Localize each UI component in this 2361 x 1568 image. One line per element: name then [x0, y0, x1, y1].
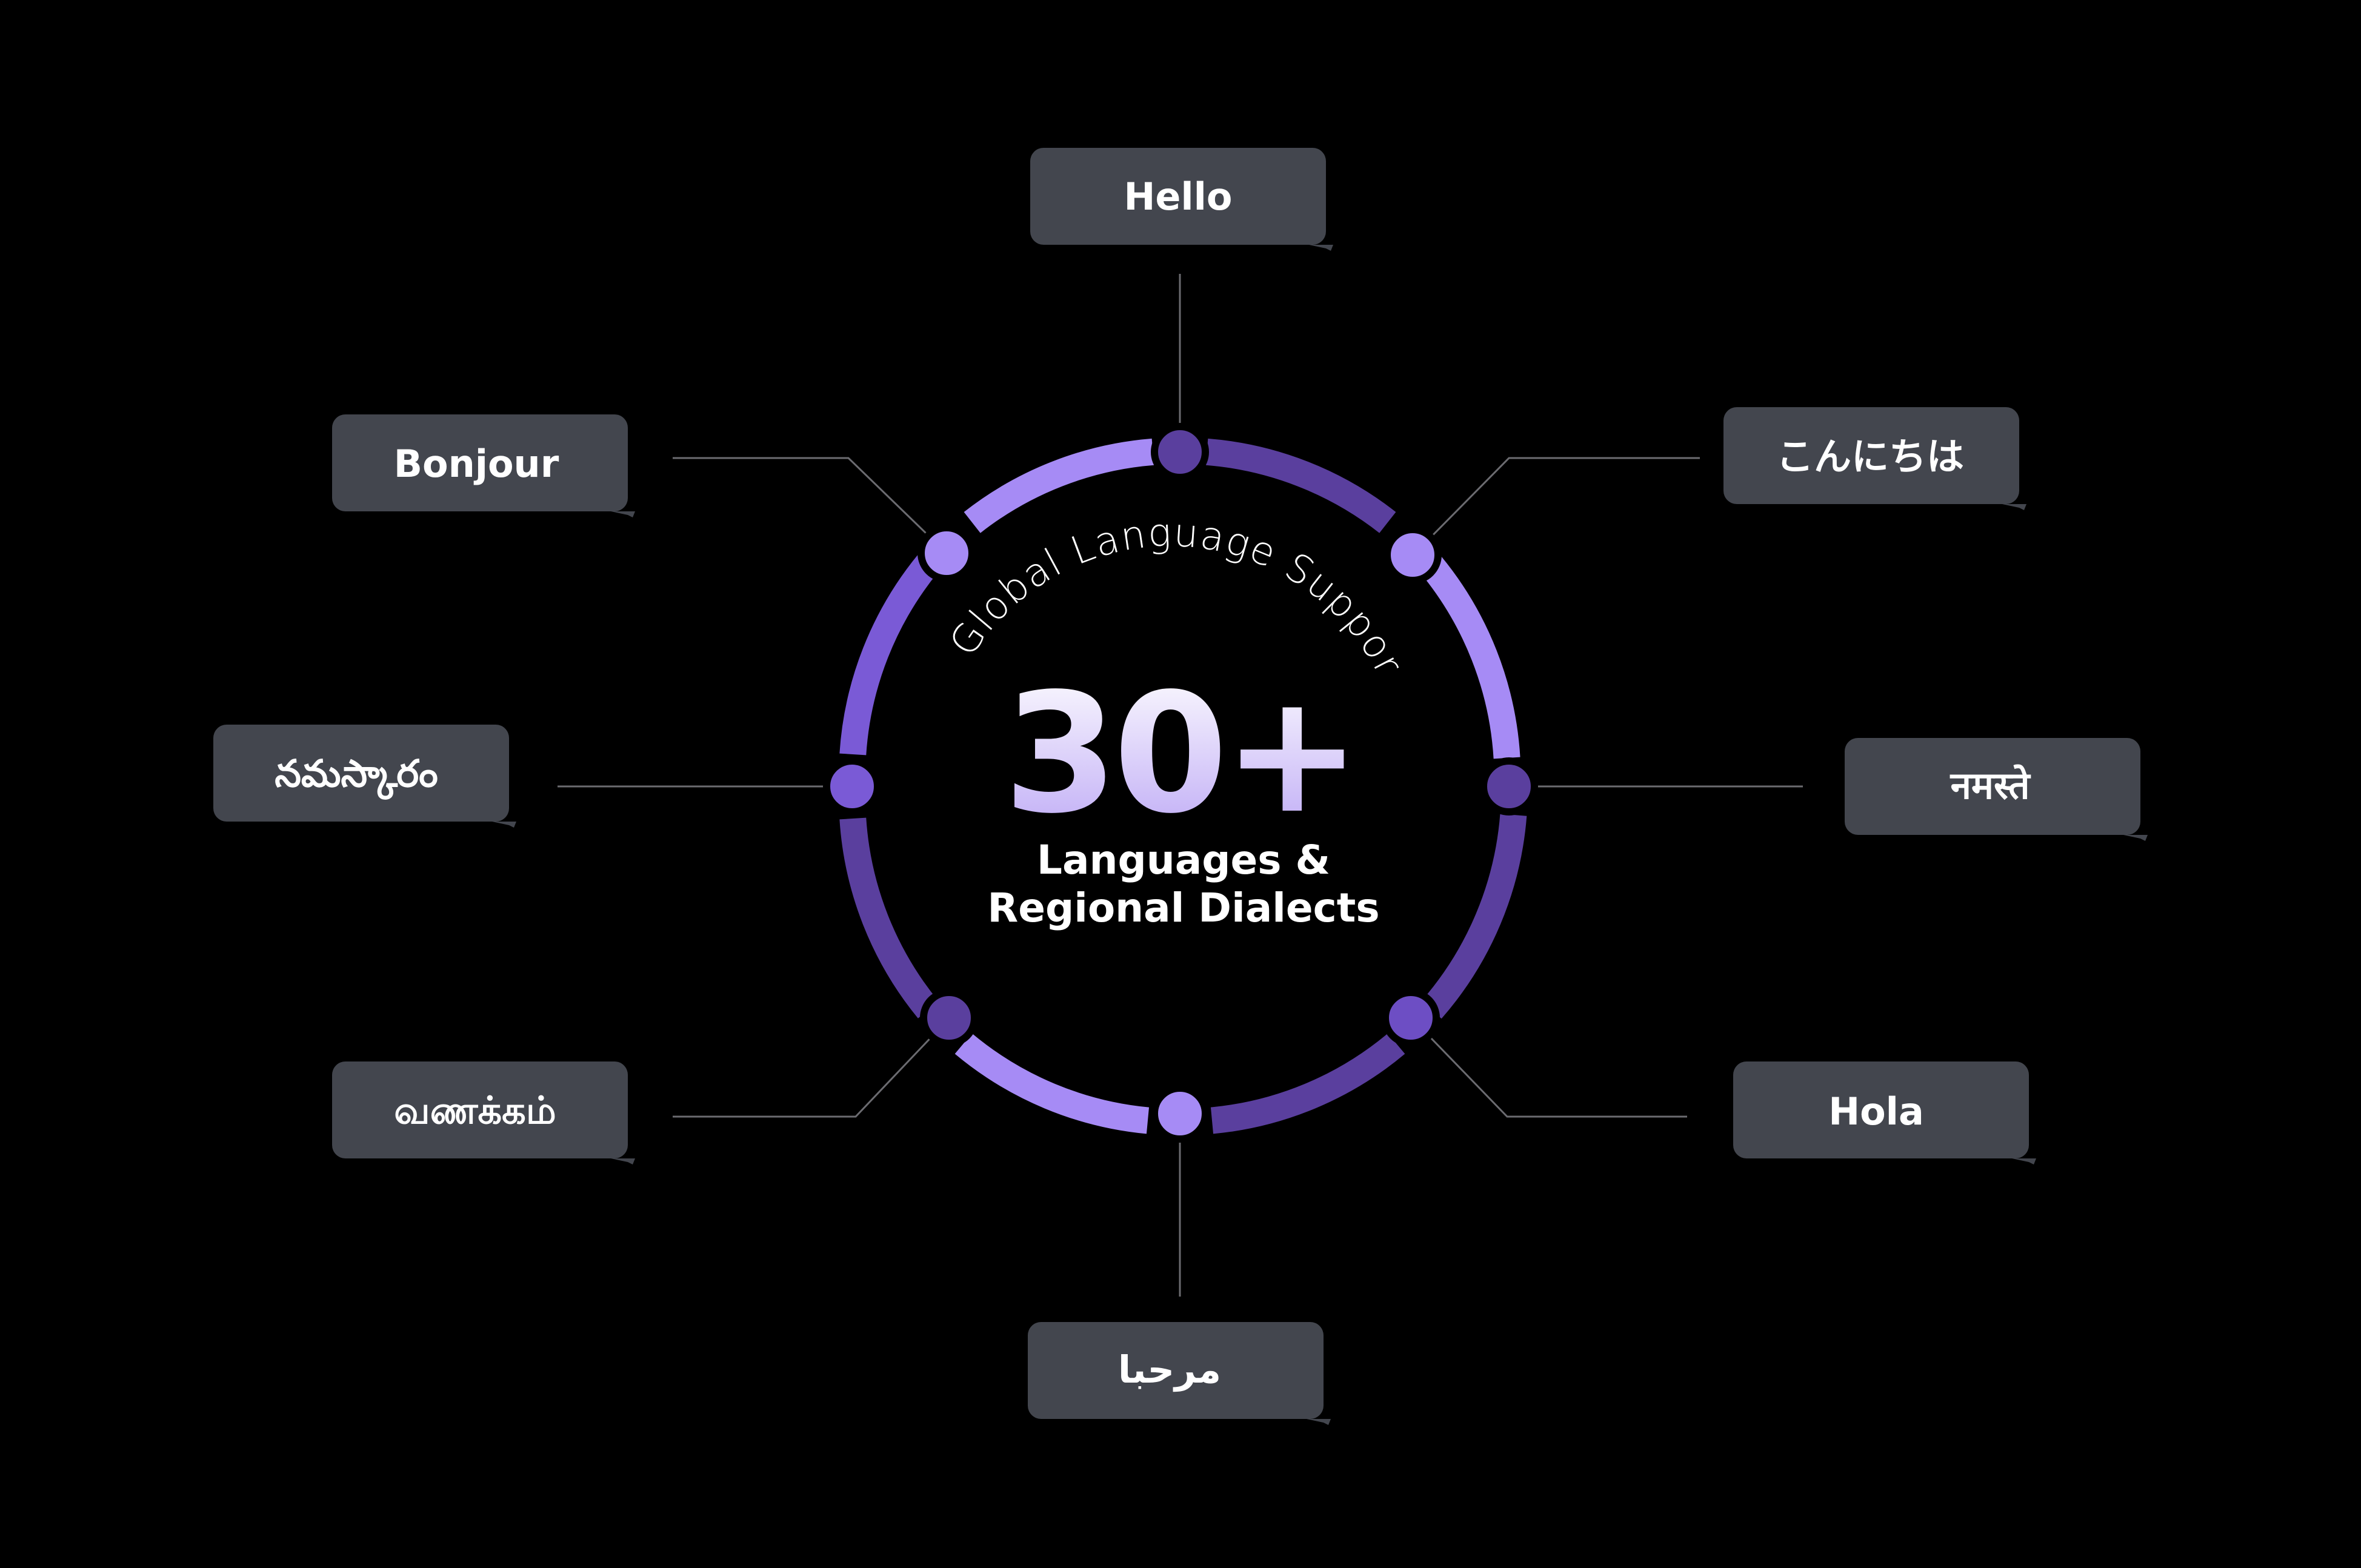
greeting-bubbles: Hello こんにちは नमस्ते Hola مرحبا: [213, 148, 2148, 1425]
bubble-bonjour: Bonjour: [332, 414, 635, 517]
bubble-hindi: नमस्ते: [1845, 738, 2148, 841]
ring-arc-4: [1421, 814, 1527, 1019]
greeting-tamil: வணக்கம்: [394, 1088, 556, 1132]
ring-arc-6: [954, 1033, 1150, 1134]
ring-arc-3: [1420, 556, 1520, 759]
bubble-japanese: こんにちは: [1723, 407, 2026, 510]
subtitle-line-1: Languages &: [1037, 837, 1330, 883]
bubble-tamil: வணக்கம்: [332, 1061, 635, 1164]
bubble-hello: Hello: [1030, 148, 1333, 251]
node-left: [823, 757, 881, 816]
greeting-japanese: こんにちは: [1776, 434, 1964, 479]
subtitle-line-2: Regional Dialects: [987, 885, 1379, 931]
bubble-telugu: నమస్కారం: [213, 725, 516, 828]
connector-japanese: [1411, 457, 1700, 557]
ring: [839, 438, 1527, 1134]
node-bottom: [1151, 1085, 1209, 1143]
connector-bonjour: [673, 457, 948, 554]
ring-arc-8: [839, 554, 939, 756]
ring-arc-2: [1205, 438, 1396, 533]
greeting-hindi: नमस्ते: [1950, 763, 2032, 808]
ring-arc-1: [964, 438, 1154, 533]
node-top-right: [1384, 526, 1442, 584]
curved-title: Global Language Support: [0, 0, 1411, 683]
bubble-hola: Hola: [1733, 1061, 2036, 1164]
node-bottom-left: [920, 989, 978, 1047]
node-bottom-right: [1382, 989, 1440, 1047]
connector-tamil: [673, 1017, 950, 1118]
node-top-left: [917, 524, 976, 582]
greeting-telugu: నమస్కారం: [275, 751, 438, 800]
greeting-hola: Hola: [1828, 1089, 1924, 1134]
node-right: [1480, 757, 1538, 816]
greeting-arabic: مرحبا: [1118, 1347, 1221, 1392]
greeting-hello: Hello: [1124, 174, 1232, 219]
node-top: [1151, 423, 1209, 481]
ring-arc-5: [1210, 1033, 1405, 1134]
ring-nodes: [823, 423, 1538, 1143]
greeting-bonjour: Bonjour: [394, 442, 559, 486]
ring-arc-7: [839, 817, 939, 1018]
bubble-arabic: مرحبا: [1028, 1322, 1331, 1425]
language-count: 30+: [1004, 659, 1356, 850]
connector-lines: [558, 274, 1803, 1297]
connector-hola: [1411, 1017, 1687, 1118]
